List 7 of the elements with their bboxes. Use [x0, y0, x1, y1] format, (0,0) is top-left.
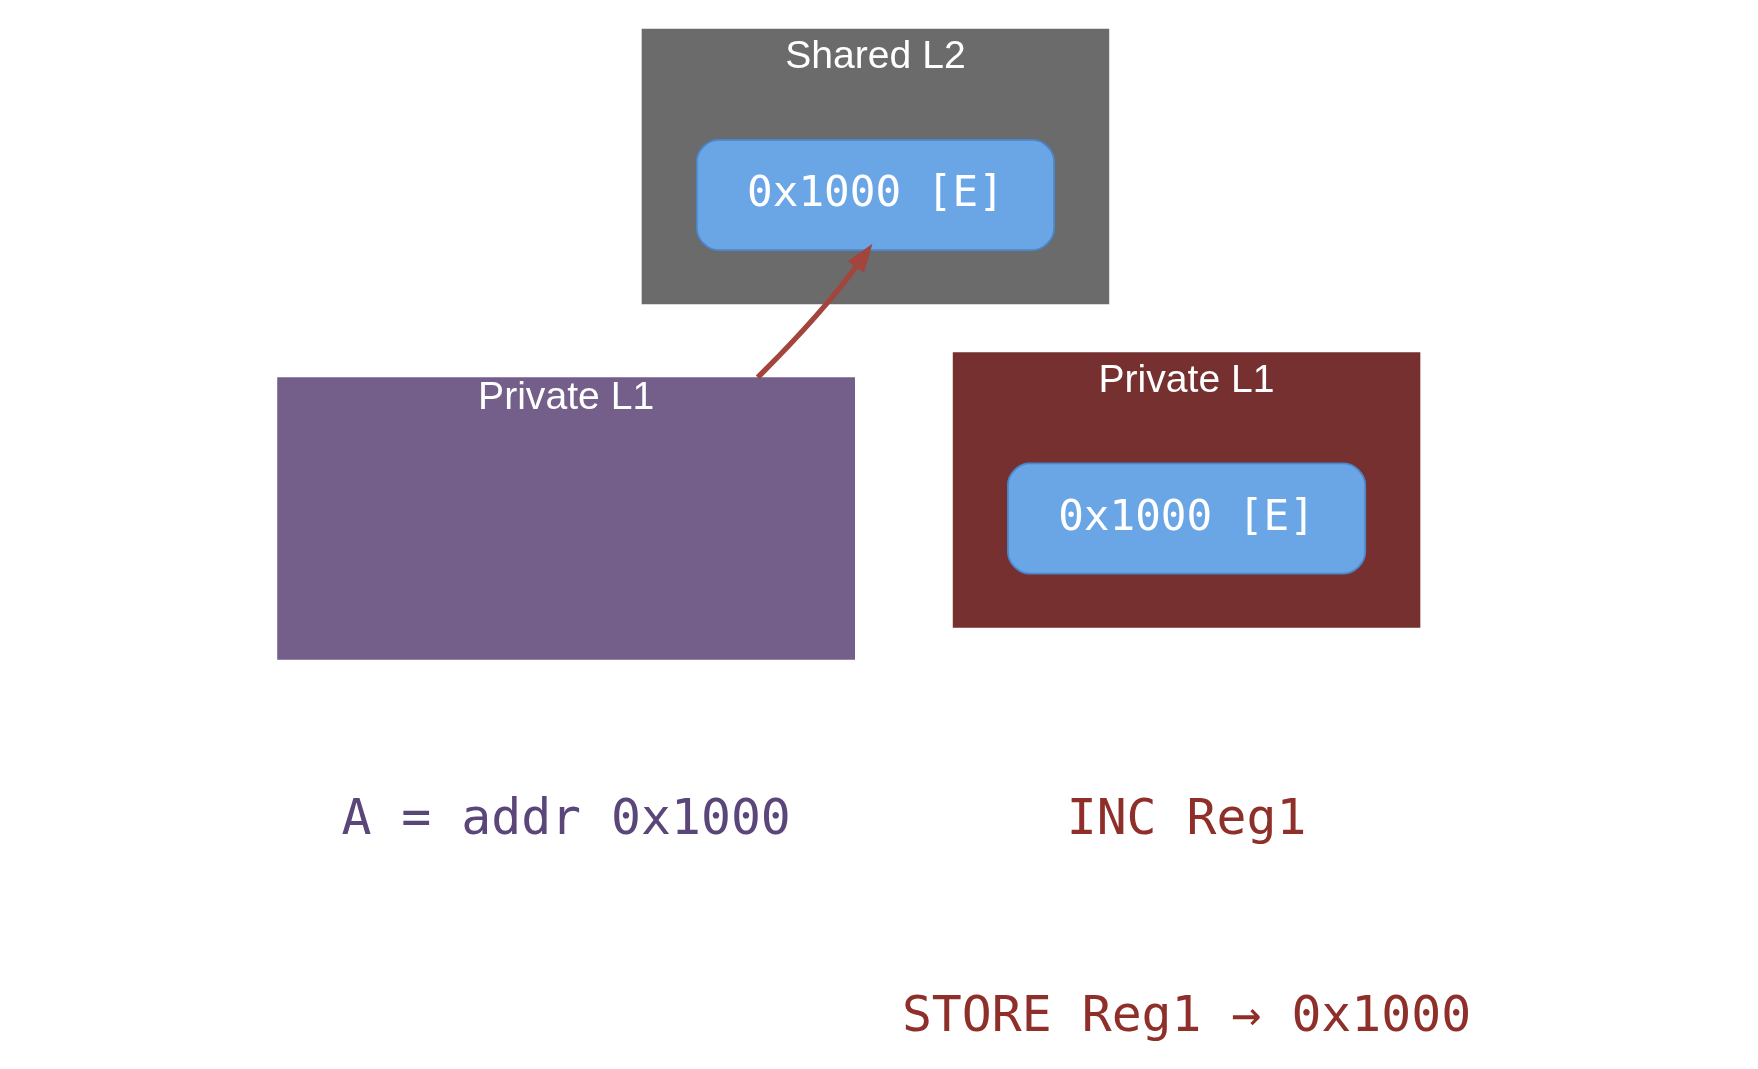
node-box: Private L1 — [277, 377, 855, 660]
label: STORE Reg1 → 0x1000 — [901, 985, 1472, 1044]
node-box: 0x1000 [E] — [1007, 462, 1367, 575]
node-box: 0x1000 [E] — [695, 138, 1055, 251]
label: A = addr 0x1000 — [341, 787, 791, 846]
label: INC Reg1 — [1066, 787, 1307, 846]
arrow — [755, 243, 873, 380]
